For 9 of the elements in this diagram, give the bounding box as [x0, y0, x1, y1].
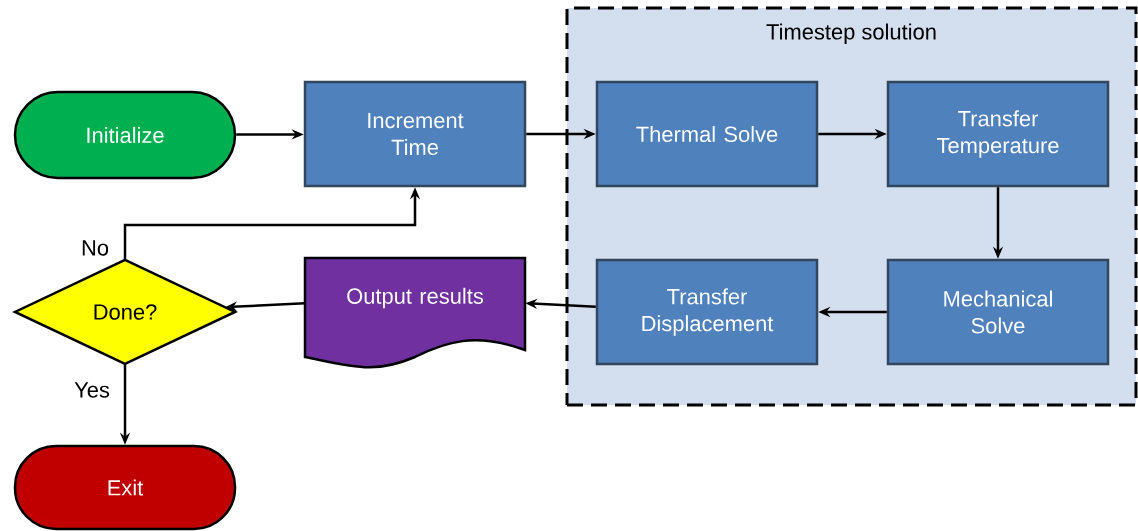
process-box: Mechanical Solve — [886, 258, 1110, 366]
edge-label: No — [82, 240, 109, 256]
terminal-pill: Exit — [13, 444, 237, 531]
process-box: Transfer Displacement — [595, 258, 819, 366]
process-box: Transfer Temperature — [886, 80, 1110, 188]
edge-label: Yes — [74, 382, 110, 398]
process-box: Thermal Solve — [595, 80, 819, 188]
terminal-pill: Initialize — [13, 90, 237, 180]
process-box: Increment Time — [303, 80, 527, 188]
